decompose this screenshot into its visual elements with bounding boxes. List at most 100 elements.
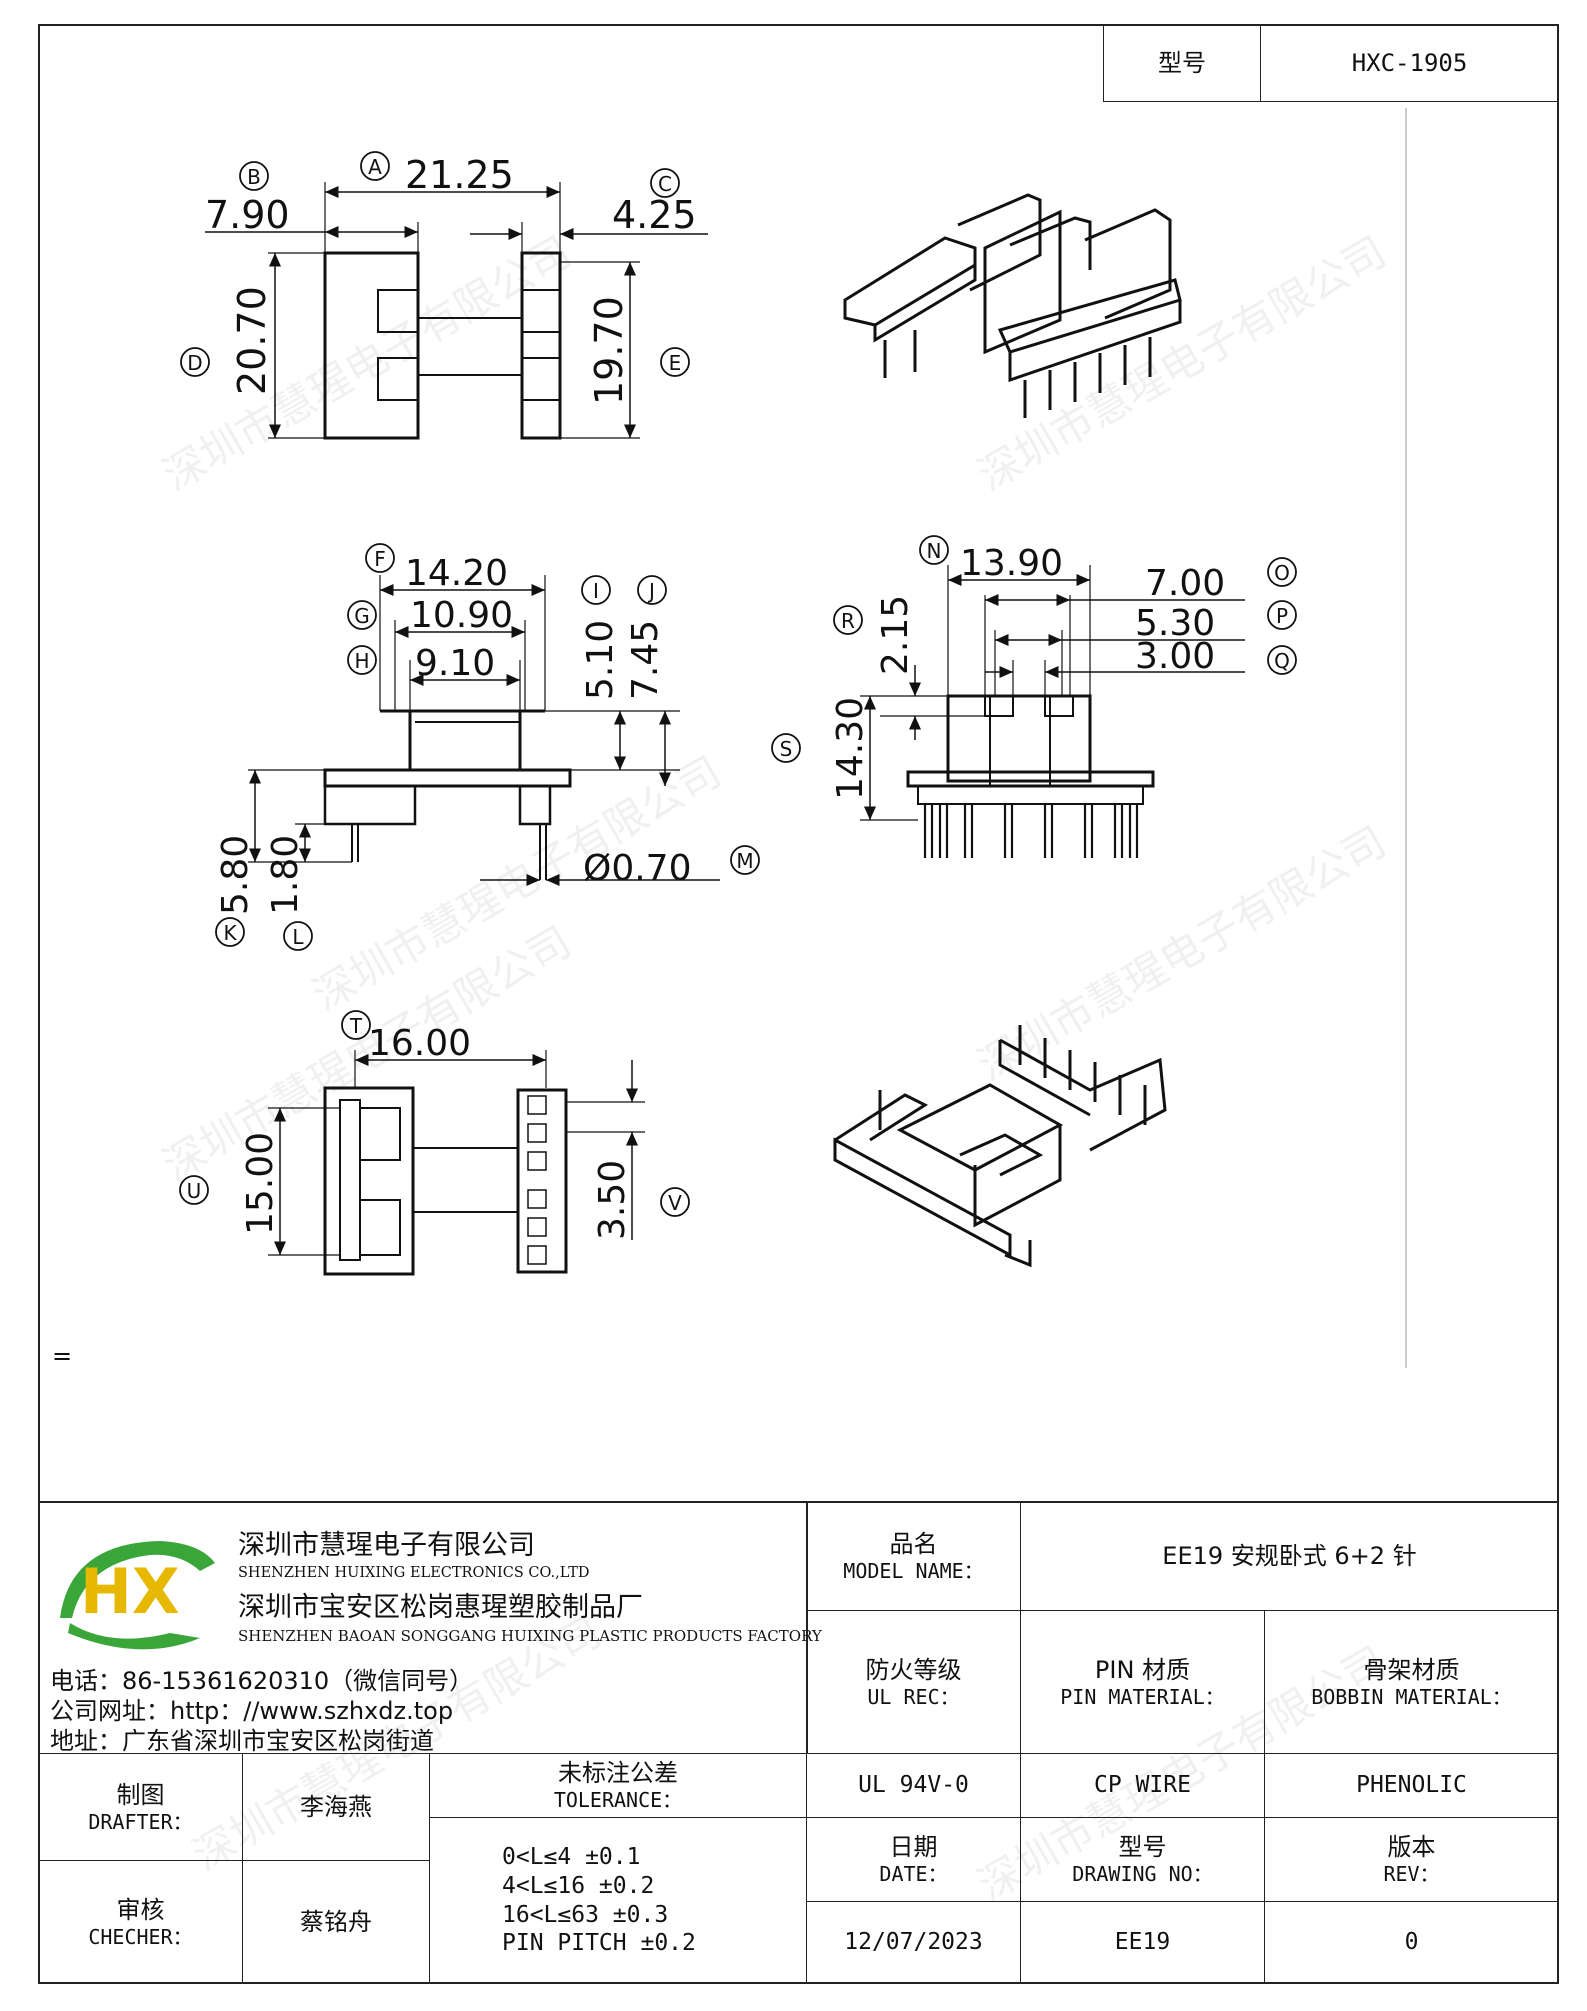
dim-k: 5.80	[215, 835, 256, 915]
company-name-en: SHENZHEN HUIXING ELECTRONICS CO.,LTD	[238, 1565, 590, 1581]
company-website: 公司网址：http：//www.szhxdz.top	[50, 1697, 454, 1725]
drafter-cn: 制图	[116, 1780, 165, 1809]
dim-u: 15.00	[240, 1132, 281, 1235]
marker-j: J	[647, 579, 655, 603]
marker-o: O	[1274, 561, 1290, 585]
marker-m: M	[736, 849, 753, 873]
header-model-label: 型号	[1158, 49, 1206, 77]
dim-m: Ø0.70	[583, 848, 692, 889]
dim-l: 1.80	[265, 835, 306, 915]
factory-name-en: SHENZHEN BAOAN SONGGANG HUIXING PLASTIC …	[238, 1627, 822, 1645]
dim-a: 21.25	[405, 153, 514, 197]
drawing-no-value: EE19	[1114, 1929, 1171, 1956]
bobbin-material-label: 骨架材质 BOBBIN MATERIAL：	[1264, 1610, 1559, 1754]
factory-name-cn: 深圳市宝安区松岗惠瑆塑胶制品厂	[238, 1592, 643, 1623]
header-model-value-cell: HXC-1905	[1260, 24, 1559, 102]
tolerance-line: 0<L≤4 ±0.1	[502, 1844, 641, 1870]
date-en: DATE：	[879, 1862, 948, 1886]
rev-label: 版本 REV：	[1264, 1817, 1559, 1902]
checker-name: 蔡铭舟	[300, 1908, 372, 1936]
marker-b: B	[247, 165, 261, 189]
dim-s: 14.30	[830, 697, 871, 800]
date-label: 日期 DATE：	[806, 1817, 1021, 1902]
tolerance-line: 16<L≤63 ±0.3	[502, 1901, 669, 1928]
tolerance-values: 0<L≤4 ±0.1 4<L≤16 ±0.2 16<L≤63 ±0.3 PIN …	[429, 1817, 807, 1984]
dim-d: 20.70	[230, 286, 274, 395]
company-address: 地址：广东省深圳市宝安区松岗街道	[50, 1727, 434, 1755]
isometric-view-bottom	[833, 1025, 1167, 1268]
dim-f: 14.20	[405, 553, 508, 594]
drafter-en: DRAFTER：	[88, 1809, 193, 1834]
header-model-value: HXC-1905	[1351, 49, 1468, 77]
dim-j: 7.45	[625, 620, 666, 700]
drawing-no-value-cell: EE19	[1020, 1901, 1265, 1984]
dim-o: 7.00	[1145, 563, 1225, 604]
dim-b: 7.90	[205, 193, 290, 237]
dim-q: 3.00	[1135, 636, 1215, 677]
isometric-view-top	[843, 193, 1182, 418]
dim-t: 16.00	[368, 1023, 471, 1064]
dim-r: 2.15	[875, 595, 916, 675]
marker-i: I	[593, 579, 599, 603]
technical-drawing: 21.25 7.90 4.25 20.70 19.70	[179, 151, 1297, 1276]
bobbin-material-value: PHENOLIC	[1356, 1772, 1467, 1799]
marker-t: T	[349, 1014, 363, 1038]
tolerance-en: TOLERANCE：	[553, 1788, 683, 1812]
pin-material-label: PIN 材质 PIN MATERIAL：	[1020, 1610, 1265, 1754]
logo-letters: HX	[80, 1555, 180, 1628]
pin-material-value: CP WIRE	[1094, 1772, 1191, 1799]
bottom-view	[268, 1050, 645, 1276]
marker-v: V	[668, 1191, 682, 1215]
header-model-label-cell: 型号	[1103, 24, 1261, 102]
model-name-label: 品名 MODEL NAME：	[806, 1501, 1021, 1611]
ul-rec-value-cell: UL 94V-0	[806, 1753, 1021, 1818]
right-guide-line	[1405, 108, 1407, 1368]
dim-h: 9.10	[415, 643, 495, 684]
date-value: 12/07/2023	[844, 1929, 983, 1956]
checker-cn: 审核	[116, 1895, 165, 1924]
bobbin-material-en: BOBBIN MATERIAL：	[1311, 1684, 1512, 1709]
checker-en: CHECHER：	[88, 1924, 193, 1949]
ul-rec-label: 防火等级 UL REC：	[806, 1610, 1021, 1754]
marker-e: E	[669, 351, 682, 375]
dim-n: 13.90	[960, 543, 1063, 584]
date-cn: 日期	[889, 1833, 938, 1861]
tolerance-line: 4<L≤16 ±0.2	[502, 1872, 655, 1899]
ul-rec-cn: 防火等级	[865, 1655, 962, 1684]
marker-p: P	[1276, 604, 1288, 628]
model-name-cn: 品名	[889, 1529, 938, 1558]
rev-en: REV：	[1383, 1862, 1440, 1886]
checker-label: 审核 CHECHER：	[38, 1860, 243, 1984]
rev-value: 0	[1404, 1929, 1419, 1956]
marker-l: L	[292, 925, 304, 949]
rev-cn: 版本	[1387, 1833, 1436, 1861]
ul-rec-value: UL 94V-0	[858, 1772, 969, 1799]
title-block	[38, 1501, 1559, 1986]
marker-u: U	[187, 1179, 202, 1203]
drafter-name: 李海燕	[300, 1793, 372, 1821]
bobbin-material-value-cell: PHENOLIC	[1264, 1753, 1559, 1818]
drafter-label: 制图 DRAFTER：	[38, 1753, 243, 1861]
tolerance-cn: 未标注公差	[558, 1759, 678, 1787]
marker-d: D	[187, 351, 202, 375]
pin-material-value-cell: CP WIRE	[1020, 1753, 1265, 1818]
marker-k: K	[223, 921, 237, 945]
marker-q: Q	[1274, 649, 1290, 673]
model-name-value-cell: EE19 安规卧式 6+2 针	[1020, 1501, 1559, 1611]
company-block: HX 深圳市慧瑆电子有限公司 SHENZHEN HUIXING ELECTRON…	[38, 1501, 822, 1755]
marker-a: A	[368, 155, 382, 179]
company-logo: HX	[60, 1541, 215, 1650]
model-name-value: EE19 安规卧式 6+2 针	[1162, 1542, 1417, 1570]
marker-f: F	[374, 547, 386, 571]
marker-g: G	[354, 604, 370, 628]
tolerance-line: PIN PITCH ±0.2	[502, 1930, 696, 1957]
ul-rec-en: UL REC：	[867, 1684, 960, 1709]
dim-v: 3.50	[592, 1160, 633, 1240]
pin-material-en: PIN MATERIAL：	[1060, 1684, 1225, 1709]
side-view	[248, 575, 720, 886]
model-name-en: MODEL NAME：	[843, 1558, 984, 1583]
marker-s: S	[780, 737, 793, 761]
rev-value-cell: 0	[1264, 1901, 1559, 1984]
checker-name-cell: 蔡铭舟	[242, 1860, 430, 1984]
company-name-cn: 深圳市慧瑆电子有限公司	[238, 1530, 535, 1561]
